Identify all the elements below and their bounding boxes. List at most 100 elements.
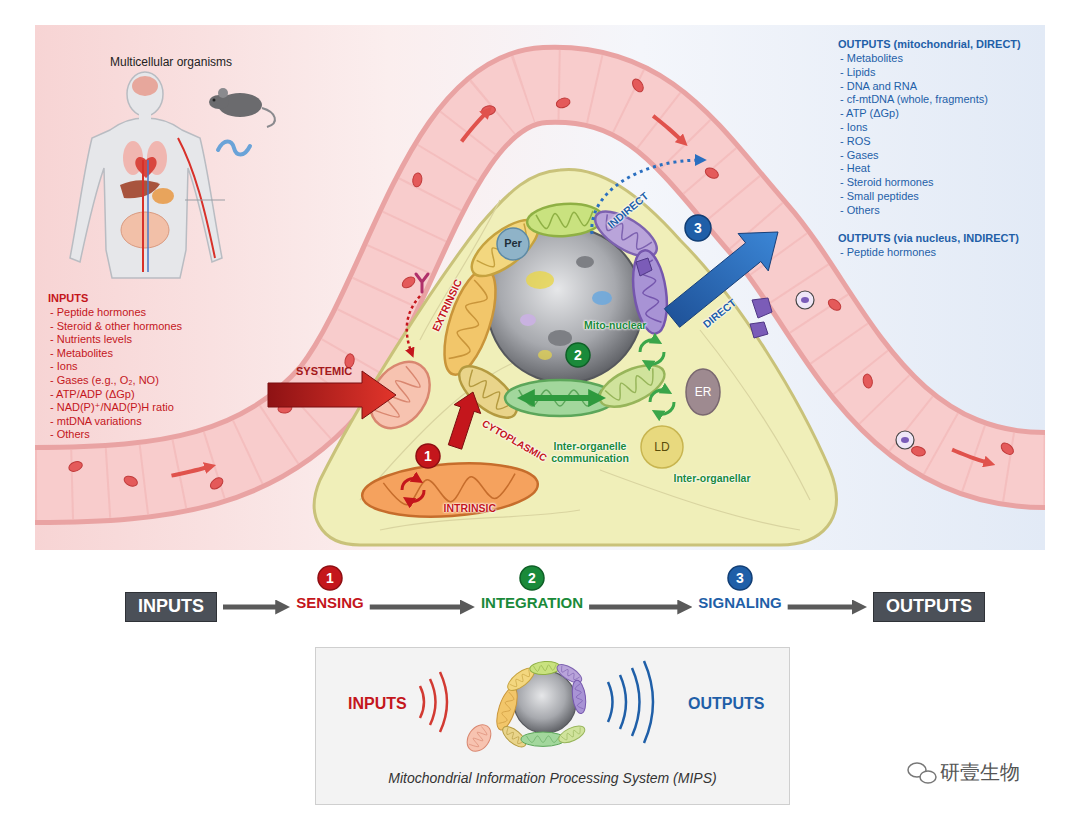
mitochondrion-part [498,692,515,726]
organelle-lipid-droplet-text: LD [654,440,669,454]
cell-body-part [360,200,810,530]
worm-icon-part [218,142,250,155]
red-blood-cell [630,77,645,94]
output-item: - Small peptides [840,190,919,203]
mitochondrion [529,661,560,676]
stage-box: INPUTS [125,592,217,622]
mitochondrion-part [574,684,583,710]
stage-step: 1SENSING [296,565,364,612]
human-figure-part [132,76,158,96]
stage-step-text: 2 [528,570,536,587]
red-blood-cell [412,172,423,187]
flow-arrow [788,605,857,610]
worm-icon [218,142,250,155]
intrinsic-cycle [402,479,424,502]
nucleus-part [576,256,594,268]
stage-step-outline [520,566,544,590]
stage-step-text: 3 [736,570,744,587]
mitochondrion-part [477,224,534,273]
output-waves-part [608,682,613,722]
callout-number-outline [566,343,590,367]
green-cycles [640,340,674,414]
pathway-label: Inter-organellar [674,472,751,485]
green-cycles-part [650,390,668,402]
mitochondrion [360,458,539,522]
pathway-label: EXTRINSIC [429,277,464,333]
flow-arrow [653,116,684,143]
flow-arrow [223,605,280,610]
pathway-label: CYTOPLASMIC [479,418,548,465]
watermark-icon-part [920,771,936,783]
callout-number-text: 3 [694,220,702,237]
organelle-peroxisome: Per [496,227,530,261]
green-cycles-part [646,352,664,364]
list-heading: INPUTS [48,292,88,305]
pathway-label: Mito-nuclear [584,319,646,332]
flow-arrow [171,466,211,475]
mitochondrion-part [536,211,594,229]
pathway-label: Inter-organelle communication [542,440,638,465]
output-item: - Gases [840,149,879,162]
green-cycles-part [656,402,674,414]
extrinsic-signal [407,274,428,354]
human-figure [70,72,225,278]
output-waves-part [632,668,640,736]
red-blood-cell [826,297,843,313]
red-blood-cell [911,445,927,457]
mouse-icon-part [218,88,228,98]
stage-step: 3SIGNALING [698,565,781,612]
human-figure-part [70,118,222,278]
output-item: - DNA and RNA [840,80,917,93]
input-waves-part [420,686,424,718]
input-waves [420,672,447,732]
purple-fragments-part [636,258,652,276]
organelle-lipid-droplet-outline [641,426,683,468]
mips-panel-text: Mitochondrial Information Processing Sys… [316,770,789,787]
red-blood-cell [999,441,1016,457]
cell-body-part [314,169,836,545]
stage-step-text: SENSING [296,594,364,612]
input-waves-part [440,672,447,732]
blood-vessel-part [796,291,814,309]
input-item: - Nutrients levels [50,333,132,346]
human-figure-part [185,200,225,201]
stage-step-circle: 3 [727,565,753,591]
blood-vessel-part [896,431,914,449]
mitochondrion [570,679,587,714]
human-figure-part [135,157,156,178]
mitochondrion [505,380,615,416]
stage-step-outline [728,566,752,590]
mips-panel-text: INPUTS [348,694,407,713]
human-figure-part [139,113,151,122]
red-blood-cell [862,373,873,388]
organelle-er-outline [686,369,720,415]
organelle-er: ER [685,368,721,416]
red-blood-cell [555,97,571,110]
output-waves-part [644,661,653,743]
callout-number: 2 [565,342,591,368]
organelle-er-text: ER [695,385,712,399]
blood-vessel-part [801,297,809,303]
mouse-icon-part [262,108,275,127]
list-heading: OUTPUTS (via nucleus, INDIRECT) [838,232,1019,245]
input-item: - Peptide hormones [50,306,146,319]
mips-panel: INPUTSOUTPUTSMitochondrial Information P… [315,647,790,805]
mitochondrion-part [527,736,560,742]
mitochondrion-part [559,666,580,682]
watermark: 研壹生物 [940,760,1020,784]
mitochondrion-part [556,723,587,746]
cell-body [314,169,836,545]
extrinsic-signal-part [407,296,420,354]
background-panel [35,25,1045,550]
extrinsic-signal-part [416,274,428,292]
mitochondrion-part [493,685,522,732]
output-item: - Heat [840,162,870,175]
stage-step: 2INTEGRATION [481,565,583,612]
nucleus-part [520,314,536,326]
mitochondrion-part [510,669,533,689]
red-blood-cell [208,476,225,492]
mouse-icon [209,88,275,127]
human-figure-part [127,72,163,116]
output-item: - Peptide hormones [840,246,936,259]
nucleus-part [548,330,572,346]
